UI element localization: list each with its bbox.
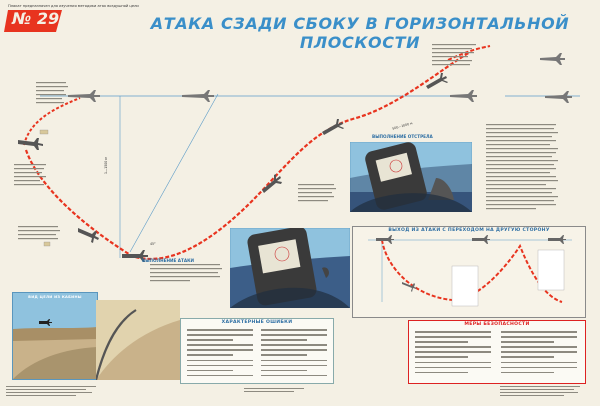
attacker-plane-icon [122,250,148,262]
attacker-plane-icon [426,73,448,89]
note-block [14,164,46,186]
note-block [150,264,222,282]
sight-line [129,93,219,253]
target-view-title: ВИД ЦЕЛИ ИЗ КАБИНЫ [28,295,82,299]
vertical-distance-label: 1—1500 м [104,157,108,174]
target-plane-icon [68,90,100,102]
ground-view [96,300,180,380]
approach-path [23,97,81,146]
attacker-plane-icon [18,138,43,150]
attacker-plane-icon [262,174,282,193]
exit-diagram [368,235,572,307]
note-block [18,226,60,240]
breakaway-label: ВЫПОЛНЕНИЕ ОТСТРЕЛА [372,134,433,139]
exit-panel-title: ВЫХОД ИЗ АТАКИ С ПЕРЕХОДОМ НА ДРУГУЮ СТО… [388,228,550,233]
cockpit-view-lower [230,228,350,308]
cockpit-view-upper [350,142,472,212]
safety-title: МЕРЫ БЕЗОПАСНОСТИ [464,322,530,327]
target-plane-icon [182,90,214,102]
attacker-plane-icon [78,228,99,243]
note-block [432,44,476,66]
poster-number-badge [4,10,62,32]
safety-panel: МЕРЫ БЕЗОПАСНОСТИ [408,320,586,384]
target-plane-icon [545,91,572,103]
attack-path [24,51,471,261]
target-plane-icon [450,90,477,102]
poster-number: № 29 [12,9,60,28]
attacker-plane-icon [322,119,344,135]
target-view-panel: ВИД ЦЕЛИ ИЗ КАБИНЫ [12,292,98,380]
right-text-column [486,124,558,210]
attack-execution-label: ВЫПОЛНЕНИЕ АТАКИ [142,258,195,263]
target-plane-icon [540,53,565,65]
footer-lines [6,386,580,396]
note-block [298,184,336,202]
note-block [36,82,68,104]
mistakes-panel: ХАРАКТЕРНЫЕ ОШИБКИ [180,318,334,384]
mistakes-title: ХАРАКТЕРНЫЕ ОШИБКИ [221,320,293,325]
page-title: АТАКА СЗАДИ СБОКУ В ГОРИЗОНТАЛЬНОЙ ПЛОСК… [150,14,570,52]
top-info-line: Плакат предназначен для изучения методик… [8,4,139,8]
angle-label: 45° [150,242,156,246]
